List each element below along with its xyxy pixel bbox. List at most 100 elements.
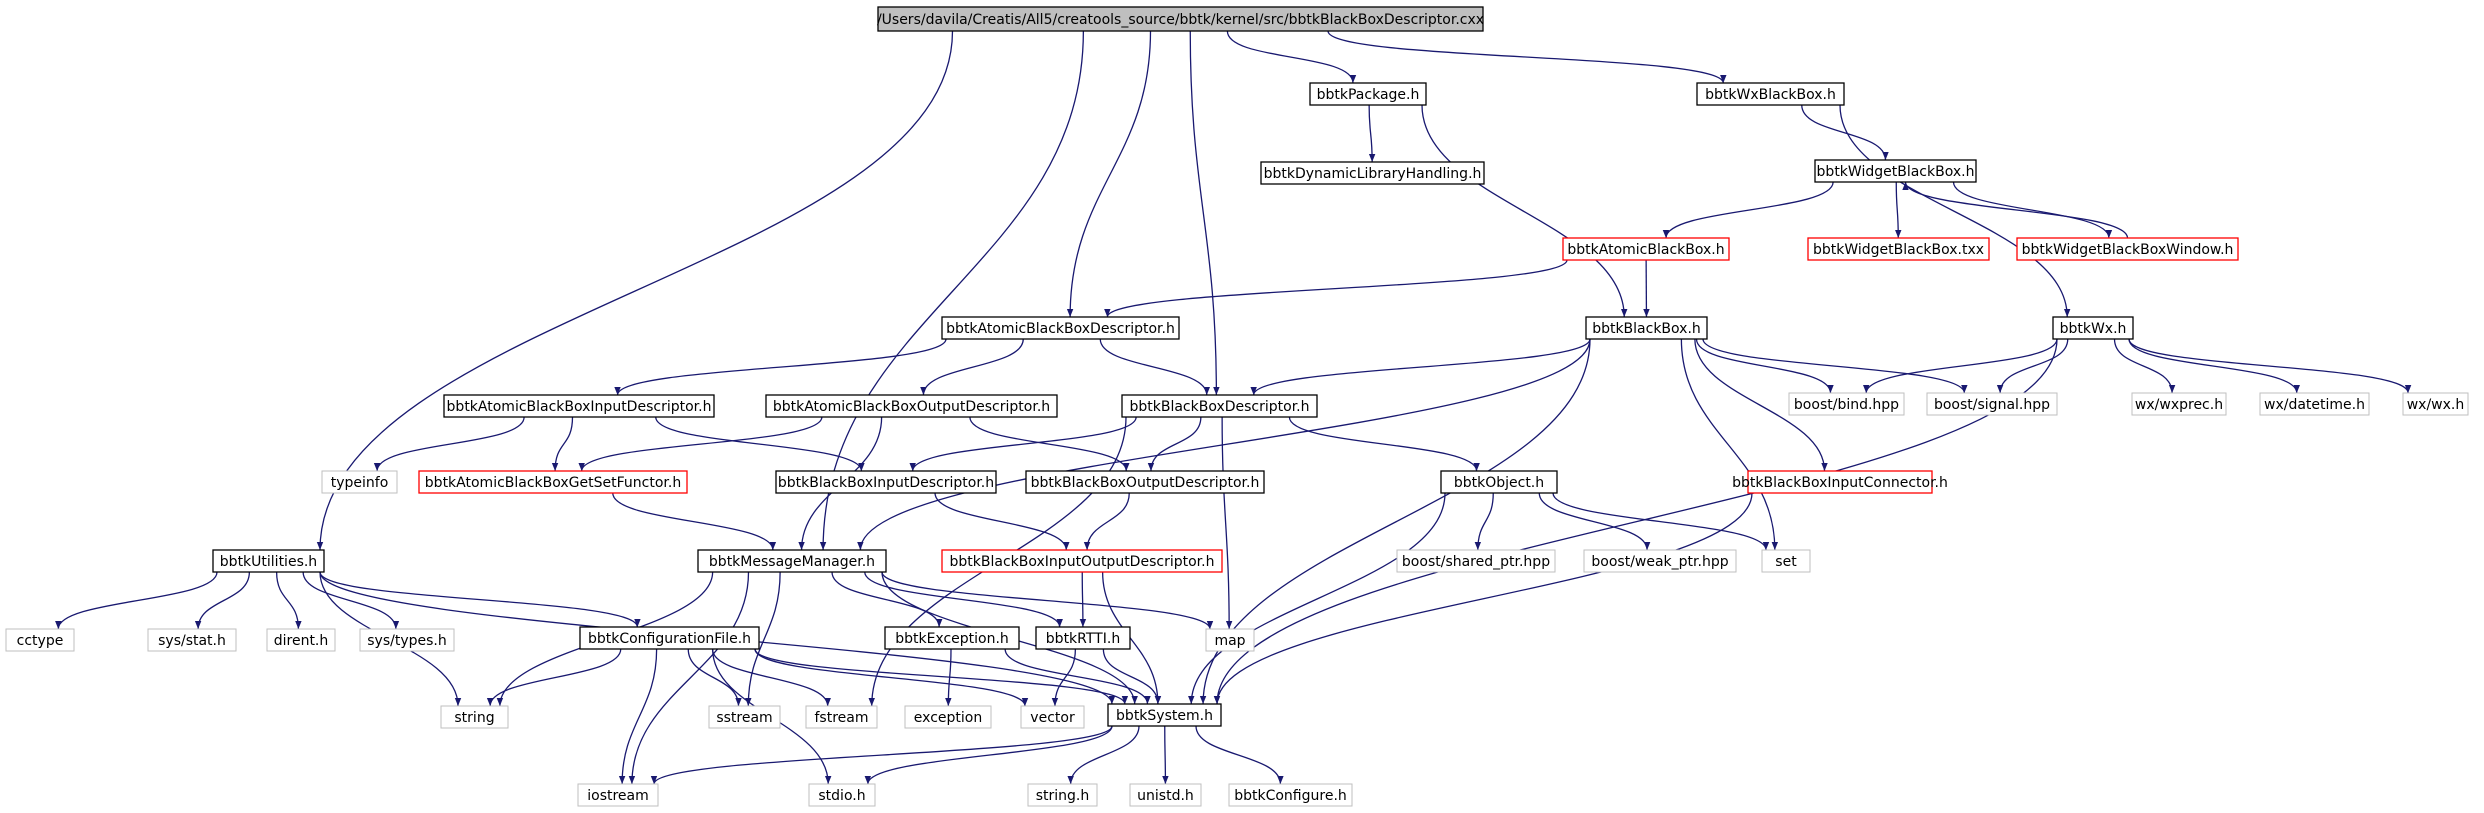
node-mm[interactable]: bbtkMessageManager.h xyxy=(697,549,887,573)
node-shptr: boost/shared_ptr.hpp xyxy=(1396,549,1556,573)
node-bbd[interactable]: bbtkBlackBoxDescriptor.h xyxy=(1121,394,1318,418)
node-box xyxy=(1747,470,1933,494)
edge-obj-to-set xyxy=(1552,492,1770,551)
node-box xyxy=(440,705,509,729)
node-cfg[interactable]: bbtkConfigurationFile.h xyxy=(579,626,760,650)
node-bbic[interactable]: bbtkBlackBoxInputConnector.h xyxy=(1732,470,1948,494)
node-box xyxy=(2259,392,2370,416)
node-box xyxy=(5,628,75,652)
node-map: map xyxy=(1205,628,1255,652)
edge-abbd-to-abbid xyxy=(614,338,947,396)
node-vector: vector xyxy=(1020,705,1085,729)
node-bb[interactable]: bbtkBlackBox.h xyxy=(1585,316,1708,340)
node-label: sys/types.h xyxy=(367,633,446,649)
edge-cfg-to-sys xyxy=(754,648,1129,705)
node-wbbw[interactable]: bbtkWidgetBlackBoxWindow.h xyxy=(2016,237,2239,261)
node-box xyxy=(2131,392,2227,416)
node-label: bbtkBlackBoxInputDescriptor.h xyxy=(778,475,994,491)
node-box xyxy=(1926,392,2058,416)
node-label: wx/wx.h xyxy=(2407,397,2465,413)
edge-sys-to-iostream xyxy=(650,725,1113,785)
edge-root-to-pkg xyxy=(1226,30,1357,84)
edge-wxbb-to-wx xyxy=(1839,104,2071,318)
node-box xyxy=(1035,626,1131,650)
node-gsf[interactable]: bbtkAtomicBlackBoxGetSetFunctor.h xyxy=(418,470,688,494)
node-box xyxy=(1807,237,1990,261)
edge-abbd-to-abbod xyxy=(920,338,1024,396)
edge-rtti-to-vector xyxy=(1051,648,1077,707)
node-systypes: sys/types.h xyxy=(359,628,455,652)
node-abbd[interactable]: bbtkAtomicBlackBoxDescriptor.h xyxy=(941,316,1180,340)
node-set: set xyxy=(1761,549,1811,573)
node-label: exception xyxy=(914,710,982,726)
edge-abbd-to-bbd xyxy=(1099,338,1210,396)
node-abbid[interactable]: bbtkAtomicBlackBoxInputDescriptor.h xyxy=(443,394,715,418)
node-rtti[interactable]: bbtkRTTI.h xyxy=(1035,626,1131,650)
node-box xyxy=(1440,470,1558,494)
node-label: bbtkBlackBox.h xyxy=(1592,321,1701,337)
node-label: vector xyxy=(1030,710,1075,726)
node-label: string.h xyxy=(1036,788,1090,804)
node-pkg[interactable]: bbtkPackage.h xyxy=(1309,82,1427,106)
node-label: bbtkRTTI.h xyxy=(1046,631,1120,647)
edge-root-to-mm xyxy=(819,30,1085,551)
node-label: bbtkWidgetBlackBox.txx xyxy=(1813,242,1984,258)
edge-abbod-to-gsf xyxy=(578,416,823,472)
node-box xyxy=(1309,82,1427,106)
node-wx[interactable]: bbtkWx.h xyxy=(2052,316,2134,340)
node-abb[interactable]: bbtkAtomicBlackBox.h xyxy=(1562,237,1730,261)
edge-sys-to-bbtkcfg xyxy=(1195,725,1284,785)
edge-bbd-to-map xyxy=(1221,416,1233,630)
edge-gsf-to-mm xyxy=(612,492,777,551)
file-nodes: /Users/davila/Creatis/All5/creatools_sou… xyxy=(5,6,2469,807)
edge-abbid-to-gsf xyxy=(551,416,574,472)
node-sysstat: sys/stat.h xyxy=(147,628,237,652)
node-bbid[interactable]: bbtkBlackBoxInputDescriptor.h xyxy=(775,470,997,494)
edge-abb-to-abbd xyxy=(1104,259,1568,318)
edge-obj-to-sys xyxy=(1188,492,1446,705)
edge-util-to-dirent xyxy=(275,571,302,630)
node-wxbb[interactable]: bbtkWxBlackBox.h xyxy=(1696,82,1845,106)
node-obj[interactable]: bbtkObject.h xyxy=(1440,470,1558,494)
edge-bbod-to-bbiod xyxy=(1083,492,1130,551)
node-label: bbtkDynamicLibraryHandling.h xyxy=(1264,166,1482,182)
node-typeinfo: typeinfo xyxy=(321,470,398,494)
node-wbb[interactable]: bbtkWidgetBlackBox.h xyxy=(1814,159,1977,183)
node-label: boost/weak_ptr.hpp xyxy=(1591,554,1728,570)
node-label: typeinfo xyxy=(331,475,389,491)
node-unistd: unistd.h xyxy=(1129,783,1202,807)
node-box xyxy=(765,394,1058,418)
node-cctype: cctype xyxy=(5,628,75,652)
node-label: stdio.h xyxy=(818,788,865,804)
node-label: bbtkAtomicBlackBoxOutputDescriptor.h xyxy=(773,399,1050,415)
node-exc[interactable]: bbtkException.h xyxy=(884,626,1020,650)
node-abbod[interactable]: bbtkAtomicBlackBoxOutputDescriptor.h xyxy=(765,394,1058,418)
node-dlh[interactable]: bbtkDynamicLibraryHandling.h xyxy=(1260,161,1485,185)
node-bbod[interactable]: bbtkBlackBoxOutputDescriptor.h xyxy=(1025,470,1265,494)
node-dirent: dirent.h xyxy=(266,628,336,652)
node-box xyxy=(1121,394,1318,418)
node-wbbtxx[interactable]: bbtkWidgetBlackBox.txx xyxy=(1807,237,1990,261)
edge-pkg-to-dlh xyxy=(1368,104,1376,163)
node-sys[interactable]: bbtkSystem.h xyxy=(1107,703,1222,727)
node-iostream: iostream xyxy=(577,783,659,807)
edge-mm-to-iostream xyxy=(628,571,750,785)
edge-mm-to-exc xyxy=(831,571,943,628)
edge-util-to-sysstat xyxy=(194,571,251,630)
edge-sys-to-unistd xyxy=(1162,725,1169,785)
node-box xyxy=(579,626,760,650)
node-root[interactable]: /Users/davila/Creatis/All5/creatools_sou… xyxy=(877,6,1484,32)
node-bbiod[interactable]: bbtkBlackBoxInputOutputDescriptor.h xyxy=(941,549,1223,573)
edge-sys-to-stdio xyxy=(864,725,1113,785)
node-util[interactable]: bbtkUtilities.h xyxy=(212,549,325,573)
node-label: bbtkWx.h xyxy=(2060,321,2127,337)
edge-bb-to-bind xyxy=(1695,338,1834,394)
node-box xyxy=(2402,392,2469,416)
node-stringh: string.h xyxy=(1027,783,1098,807)
node-label: bbtkAtomicBlackBoxGetSetFunctor.h xyxy=(425,475,681,491)
edge-wx-to-wxprec xyxy=(2113,338,2176,394)
node-box xyxy=(1205,628,1255,652)
node-exception: exception xyxy=(904,705,992,729)
edge-bbd-to-obj xyxy=(1288,416,1480,472)
node-box xyxy=(418,470,688,494)
